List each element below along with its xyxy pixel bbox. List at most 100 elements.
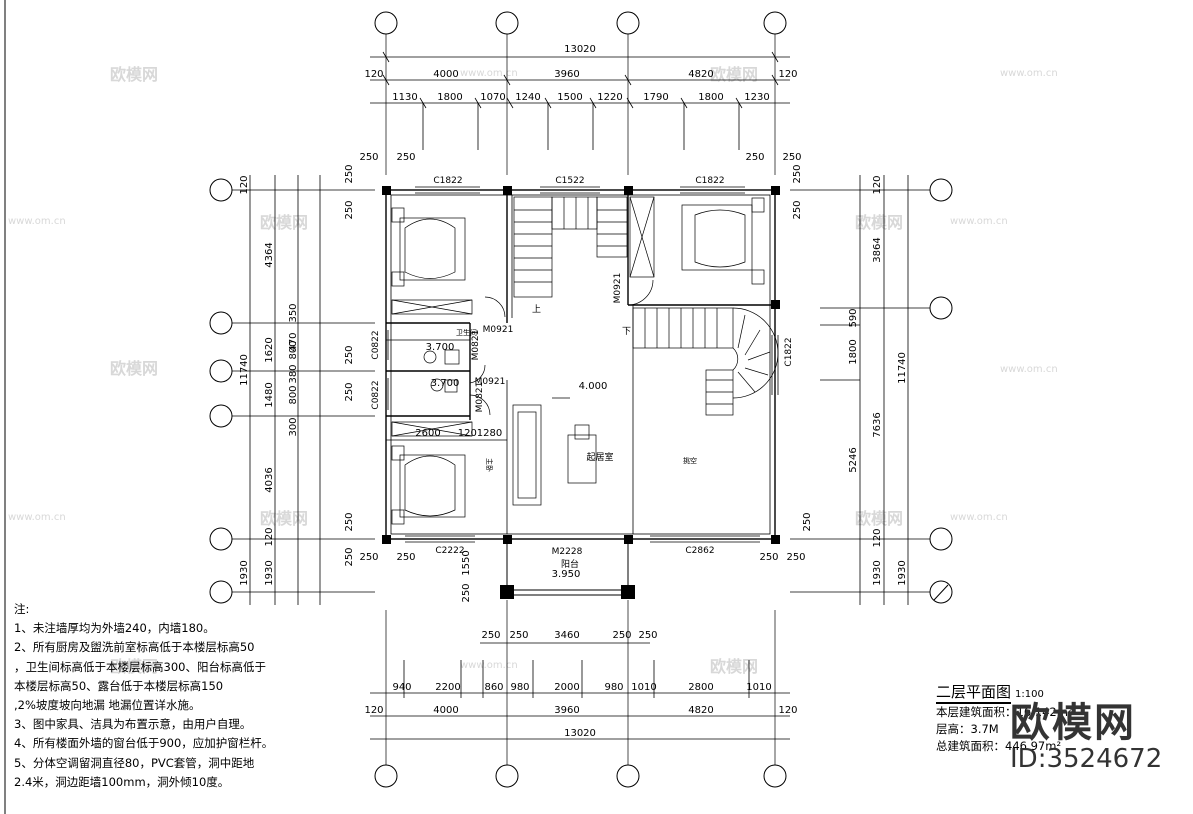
- door-swings: [469, 279, 654, 416]
- dim-label: 120: [264, 527, 275, 546]
- watermark-text: 欧模网: [855, 213, 903, 232]
- dim-label: 1070: [480, 92, 505, 103]
- stair-up-label: 上: [532, 304, 541, 315]
- dim-label: 250: [344, 345, 355, 364]
- note-line: 2、所有厨房及盥洗前室标高低于本楼层标高50: [14, 640, 255, 655]
- dim-right-total: 11740: [897, 352, 908, 384]
- window-tag: C0822: [371, 330, 381, 359]
- dim-bottom-total: 13020: [564, 728, 596, 739]
- dim-label: 1930: [239, 560, 250, 585]
- door-tag: M0921: [483, 325, 514, 335]
- window-tag: C1822: [784, 337, 794, 366]
- dim-label: 1550: [461, 550, 472, 575]
- dim-label: 1790: [643, 92, 668, 103]
- watermark-layer: 欧模网 www.om.cn 欧模网 www.om.cn 欧模网 www.om.c…: [8, 65, 1058, 676]
- dim-label: 1500: [557, 92, 582, 103]
- watermark-text: 欧模网: [260, 509, 308, 528]
- door-tag: M0921: [475, 377, 506, 387]
- stair-down-label: 下: [622, 327, 631, 337]
- dim-label: 120: [872, 175, 883, 194]
- dim-label: 120: [364, 705, 383, 716]
- dim-label: 350: [288, 303, 299, 322]
- drawing-title: 二层平面图: [936, 684, 1012, 704]
- dim-label: 3864: [872, 237, 883, 262]
- floor-area-label: 本层建筑面积：16: [936, 705, 1032, 719]
- dim-label: 250: [792, 164, 803, 183]
- bottom-dimensions: [370, 642, 790, 740]
- dim-label: 250: [359, 552, 378, 563]
- dim-label: 800: [288, 385, 299, 404]
- dim-label: 250: [612, 630, 631, 641]
- watermark-text: 欧模网: [710, 65, 758, 84]
- dim-label: 1800: [437, 92, 462, 103]
- watermark-url: www.om.cn: [8, 216, 66, 227]
- note-line: ，卫生间标高低于本楼层标高300、阳台标高低于: [14, 659, 266, 674]
- note-line: 本楼层标高50、露台低于本楼层标高150: [14, 678, 224, 693]
- dim-label: 4000: [433, 69, 458, 80]
- dim-label: 120: [778, 705, 797, 716]
- dim-label: 1010: [746, 682, 771, 693]
- door-tag: M0921: [613, 273, 623, 304]
- floor-area-value: 142m²: [1034, 705, 1073, 719]
- dim-label: 250: [759, 552, 778, 563]
- note-line: 4、所有楼面外墙的窗台低于900，应加护窗栏杆。: [14, 736, 274, 751]
- structural-columns: [382, 186, 780, 599]
- watermark-text: 欧模网: [855, 509, 903, 528]
- room-label-void: 挑空: [683, 456, 697, 465]
- door-tag: M0821: [471, 330, 481, 361]
- dim-label: 250: [344, 512, 355, 531]
- dim-top-total: 13020: [564, 44, 596, 55]
- dim-label: 250: [461, 583, 472, 602]
- dim-label: 250: [481, 630, 500, 641]
- note-line: 1、未注墙厚均为外墙240，内墙180。: [14, 621, 215, 636]
- dim-label: 250: [344, 200, 355, 219]
- dim-label: 4036: [264, 467, 275, 492]
- dim-label: 250: [802, 512, 813, 531]
- dim-label: 1201280: [458, 428, 503, 439]
- dim-label: 120: [778, 69, 797, 80]
- dim-label: 250: [782, 152, 801, 163]
- room-label-living: 起居室: [586, 451, 613, 463]
- dim-label: 980: [510, 682, 529, 693]
- dim-label: 3460: [554, 630, 579, 641]
- dim-label: 1620: [264, 337, 275, 362]
- dim-label: 4364: [264, 242, 275, 267]
- dim-label: 120: [364, 69, 383, 80]
- stairs-spiral: [632, 307, 779, 416]
- watermark-text: 欧模网: [710, 657, 758, 676]
- dim-label: 2000: [554, 682, 579, 693]
- watermark-url: www.om.cn: [950, 512, 1008, 523]
- dim-label: 2800: [688, 682, 713, 693]
- dim-label: 7636: [872, 412, 883, 437]
- dim-label: 4820: [688, 69, 713, 80]
- axis-lines: [232, 34, 930, 765]
- living-furniture: [512, 397, 597, 506]
- dim-label: 940: [392, 682, 411, 693]
- level-mark: 4.000: [579, 381, 608, 392]
- note-line: ,2%坡度坡向地漏 地漏位置详水施。: [14, 698, 201, 713]
- axis-bubbles: [209, 11, 953, 788]
- dim-label: 250: [792, 200, 803, 219]
- dim-label: 1800: [848, 339, 859, 364]
- note-line: 5、分体空调留洞直径80，PVC套管，洞中距地: [14, 755, 255, 770]
- bath-fixtures: [423, 349, 460, 393]
- watermark-text: 欧模网: [260, 213, 308, 232]
- balcony-railing: [506, 544, 629, 596]
- dim-label: 2600: [415, 428, 440, 439]
- dim-label: 3960: [554, 69, 579, 80]
- right-dimensions: [820, 175, 909, 605]
- dim-label: 300: [288, 417, 299, 436]
- brand-watermark: 欧模网: [1010, 700, 1136, 746]
- watermark-text: 欧模网: [110, 657, 158, 676]
- notes-heading: 注:: [14, 602, 30, 616]
- dim-label: 250: [638, 630, 657, 641]
- dim-label: 250: [344, 382, 355, 401]
- dim-label: 800: [288, 340, 299, 359]
- level-mark: 3.700: [431, 378, 460, 389]
- window-tag: C2862: [685, 546, 714, 556]
- watermark-url: www.om.cn: [1000, 364, 1058, 375]
- watermark-url: www.om.cn: [460, 660, 518, 671]
- dim-label: 120: [239, 175, 250, 194]
- watermark-url: www.om.cn: [8, 512, 66, 523]
